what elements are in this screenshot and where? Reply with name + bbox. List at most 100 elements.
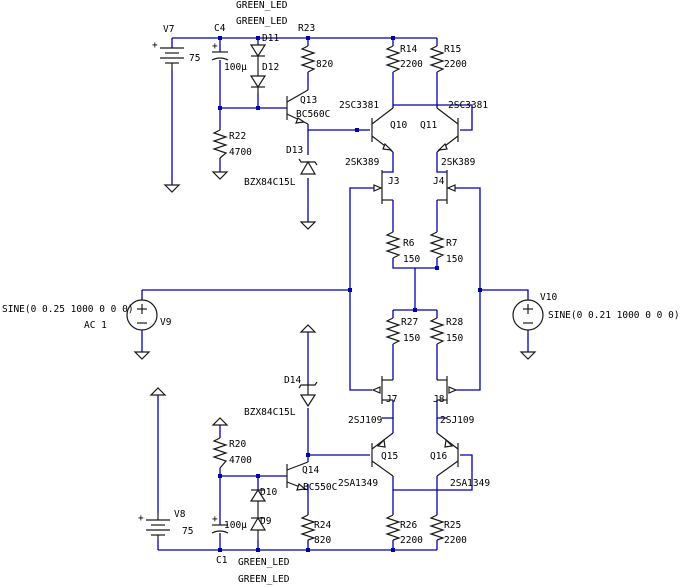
label-r26-value: 2200 [400,535,423,546]
label-r6-value: 150 [403,254,420,265]
label-c4: C4 [214,23,226,34]
resistor-r28 [429,317,445,345]
label-q16: Q16 [430,451,447,462]
battery-v7: + [152,40,184,70]
label-j8-value: 2SJ109 [440,415,475,426]
battery-v7-plus: + [152,40,158,51]
label-r15: R15 [444,44,461,55]
label-r23-value: 820 [316,59,333,70]
label-j7: J7 [386,394,397,405]
label-q10-value: 2SC3381 [339,100,379,111]
label-q14: Q14 [302,465,319,476]
label-v7-value: 75 [189,53,200,64]
label-c1-value: 100µ [224,520,247,531]
label-r24: R24 [314,520,331,531]
source-v9 [126,299,158,331]
label-r6: R6 [403,238,415,249]
label-q14-value: BC550C [303,482,337,493]
resistor-r24 [300,514,316,541]
c1-plus: + [212,514,218,525]
transistor-q13 [286,89,309,125]
label-v9-value1: SINE(0 0.25 1000 0 0 0) [2,304,134,315]
label-r14-value: 2200 [400,59,423,70]
label-j4: J4 [433,176,445,187]
label-q10: Q10 [390,120,407,131]
label-q16-value: 2SA1349 [450,478,490,489]
label-d9: D9 [260,516,272,527]
label-d13: D13 [286,145,303,156]
resistor-r25 [429,514,445,541]
label-q15-value: 2SA1349 [338,478,378,489]
led-d10 [249,488,267,512]
label-r20: R20 [229,439,246,450]
label-d14-value: BZX84C15L [244,407,296,418]
label-d14: D14 [284,375,301,386]
label-r25: R25 [444,520,461,531]
label-j8: J8 [433,394,445,405]
resistor-r20 [212,437,228,469]
jfet-j8 [437,376,458,404]
resistor-r23 [300,45,316,73]
label-v8-value: 75 [182,526,193,537]
label-r23: R23 [298,23,315,34]
resistor-r14 [385,45,401,73]
label-q11: Q11 [420,120,437,131]
zener-d14 [298,381,318,408]
ground-symbols [133,171,537,426]
source-v10 [512,299,544,331]
label-r14: R14 [400,44,417,55]
resistor-r22 [212,129,228,159]
led-d11 [249,44,267,76]
zener-d13 [298,158,318,175]
label-d12: D12 [262,62,279,73]
label-j4-value: 2SK389 [441,157,476,168]
label-r28-value: 150 [446,333,463,344]
label-green-led-bot2: GREEN_LED [238,574,290,585]
label-q15: Q15 [381,451,398,462]
label-q13-value: BC560C [296,109,330,120]
label-v7: V7 [163,24,174,35]
label-green-led-top1: GREEN_LED [236,0,288,11]
resistor-r27 [385,317,401,345]
label-c1: C1 [216,555,228,566]
battery-v8-plus: + [138,513,144,524]
label-r22: R22 [229,131,246,142]
label-r28: R28 [446,317,463,328]
transistor-q14 [286,461,309,491]
junctions [218,36,482,552]
label-r27-value: 150 [403,333,420,344]
transistor-q10 [371,107,394,153]
label-green-led-top2: GREEN_LED [236,16,288,27]
capacitor-c1: + [211,514,229,534]
resistor-r6 [385,231,401,259]
label-r15-value: 2200 [444,59,467,70]
jfet-j3 [373,170,393,204]
label-d13-value: BZX84C15L [244,177,296,188]
label-v10: V10 [540,292,557,303]
label-j3-value: 2SK389 [345,157,380,168]
label-v9: V9 [160,317,172,328]
resistor-r26 [385,514,401,541]
transistor-q16 [436,432,459,477]
label-q11-value: 2SC3381 [448,100,488,111]
jfet-j7 [371,376,393,404]
wires [141,37,529,551]
led-d9 [249,512,267,540]
label-r26: R26 [400,520,417,531]
resistor-r15 [429,45,445,73]
label-v8: V8 [174,509,186,520]
label-d10: D10 [260,487,277,498]
label-r24-value: 820 [314,535,331,546]
label-r22-value: 4700 [229,147,252,158]
label-c4-value: 100µ [224,62,247,73]
label-r27: R27 [401,317,418,328]
label-j7-value: 2SJ109 [348,415,383,426]
label-j3: J3 [388,176,399,187]
led-d12 [249,75,267,93]
c4-plus: + [212,41,218,52]
transistor-q15 [371,432,394,477]
label-r7-value: 150 [446,254,463,265]
